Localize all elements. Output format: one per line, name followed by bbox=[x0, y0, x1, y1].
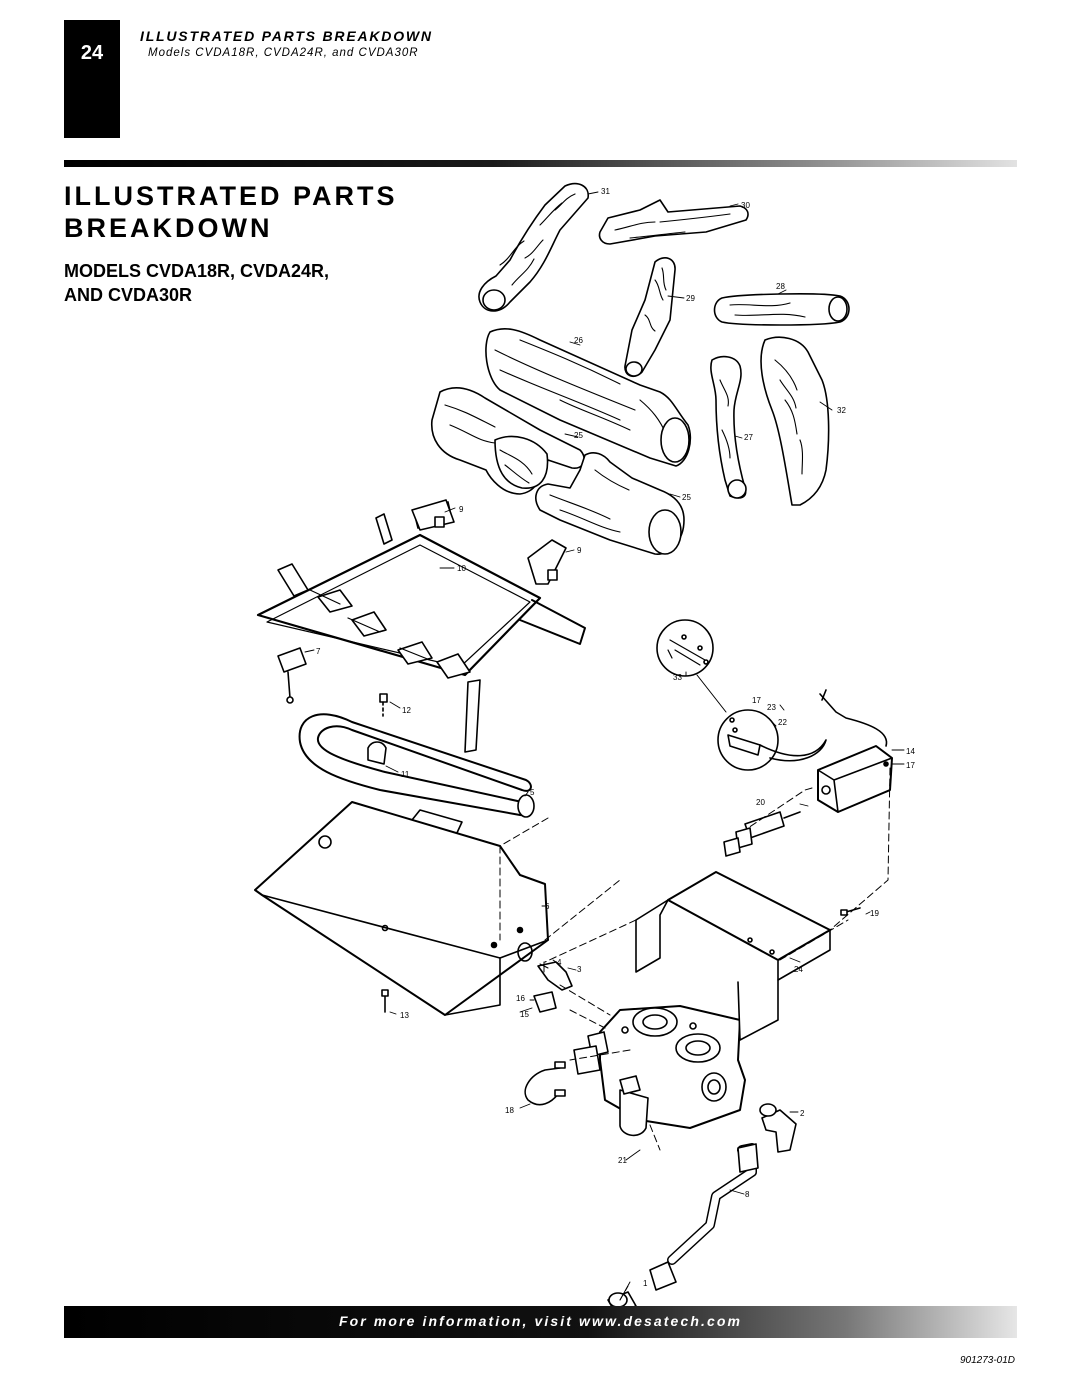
page-title-line-1: ILLUSTRATED PARTS bbox=[64, 181, 398, 211]
callout-10: 10 bbox=[457, 564, 466, 573]
page-title: ILLUSTRATED PARTS BREAKDOWN bbox=[64, 180, 398, 244]
detail-switch-17-22 bbox=[717, 709, 827, 771]
callout-6: 6 bbox=[545, 902, 550, 911]
grate-bracket-left bbox=[411, 499, 455, 531]
grate-bracket-right bbox=[527, 539, 567, 585]
log-27 bbox=[710, 355, 747, 499]
callout-33: 33 bbox=[673, 673, 682, 682]
callout-16: 16 bbox=[516, 994, 525, 1003]
callout-25-rear: 25 bbox=[574, 431, 583, 440]
callout-1: 1 bbox=[643, 1279, 648, 1288]
heat-shield-24 bbox=[635, 871, 831, 1041]
callout-23: 23 bbox=[767, 703, 776, 712]
page-title-line-2: BREAKDOWN bbox=[64, 213, 273, 243]
wire-18 bbox=[524, 1061, 566, 1106]
page-number: 24 bbox=[80, 42, 104, 64]
callout-17-lower: 17 bbox=[906, 761, 915, 770]
callout-8: 8 bbox=[745, 1190, 750, 1199]
callout-2: 2 bbox=[800, 1109, 805, 1118]
document-number: 901273-01D bbox=[959, 1355, 1015, 1366]
burner-tube bbox=[298, 693, 535, 836]
callout-5: 5 bbox=[530, 788, 535, 797]
callout-9-right: 9 bbox=[577, 546, 582, 555]
callout-24: 24 bbox=[794, 965, 803, 974]
log-32 bbox=[760, 336, 830, 506]
leader-lines bbox=[304, 191, 905, 1301]
callout-21: 21 bbox=[618, 1156, 627, 1165]
detail-33-switch bbox=[656, 619, 727, 713]
log-grate bbox=[256, 501, 586, 753]
log-29 bbox=[624, 257, 676, 378]
callout-20: 20 bbox=[756, 798, 765, 807]
elbow-2 bbox=[759, 1103, 797, 1153]
callout-7: 7 bbox=[316, 647, 321, 656]
callout-19: 19 bbox=[870, 909, 879, 918]
log-25-rear bbox=[431, 386, 585, 495]
callout-22: 22 bbox=[778, 718, 787, 727]
callout-25-front: 25 bbox=[682, 493, 691, 502]
gas-valve bbox=[573, 1005, 746, 1137]
callout-13: 13 bbox=[400, 1011, 409, 1020]
log-28 bbox=[713, 293, 850, 326]
callout-labels: 31 30 29 28 26 32 25 27 25 9 9 10 7 33 1… bbox=[316, 187, 915, 1288]
fittings-3-4-15-16 bbox=[533, 961, 573, 1013]
burner-tray bbox=[254, 801, 549, 1016]
callout-27: 27 bbox=[744, 433, 753, 442]
models-heading: MODELS CVDA18R, CVDA24R, AND CVDA30R bbox=[64, 259, 329, 307]
callout-11: 11 bbox=[401, 770, 410, 779]
callout-26: 26 bbox=[574, 336, 583, 345]
callout-31: 31 bbox=[601, 187, 610, 196]
spark-igniter-20 bbox=[723, 811, 801, 857]
screw-19 bbox=[840, 907, 861, 916]
header-rule bbox=[64, 160, 1017, 167]
callout-18: 18 bbox=[505, 1106, 514, 1115]
callout-4: 4 bbox=[557, 958, 562, 967]
gas-line-8 bbox=[649, 1143, 759, 1291]
callout-32: 32 bbox=[837, 406, 846, 415]
log-31 bbox=[478, 182, 589, 312]
models-heading-line-2: AND CVDA30R bbox=[64, 285, 193, 305]
footer-website-link[interactable]: For more information, visit www.desatech… bbox=[339, 1313, 743, 1329]
footer-bar: For more information, visit www.desatech… bbox=[64, 1306, 1017, 1338]
log-26 bbox=[485, 328, 692, 467]
callout-29: 29 bbox=[686, 294, 695, 303]
callout-9-left: 9 bbox=[459, 505, 464, 514]
header-models-subtitle: Models CVDA18R, CVDA24R, and CVDA30R bbox=[148, 47, 419, 59]
assembly-lines bbox=[499, 767, 891, 1301]
callout-14: 14 bbox=[906, 747, 915, 756]
callout-12: 12 bbox=[402, 706, 411, 715]
screw-13 bbox=[381, 989, 389, 1013]
header-section-title: ILLUSTRATED PARTS BREAKDOWN bbox=[140, 28, 433, 44]
callout-15: 15 bbox=[520, 1010, 529, 1019]
part-7-clip bbox=[277, 647, 307, 704]
log-30 bbox=[598, 199, 749, 245]
callout-28: 28 bbox=[776, 282, 785, 291]
models-heading-line-1: MODELS CVDA18R, CVDA24R, bbox=[64, 261, 330, 281]
callout-17-upper: 17 bbox=[752, 696, 761, 705]
callout-3: 3 bbox=[577, 965, 582, 974]
callout-30: 30 bbox=[741, 201, 750, 210]
page-number-tab: 24 bbox=[64, 20, 120, 138]
log-25-front bbox=[535, 452, 685, 555]
thermocouple-23 bbox=[819, 689, 888, 747]
module-box-14 bbox=[817, 745, 893, 813]
